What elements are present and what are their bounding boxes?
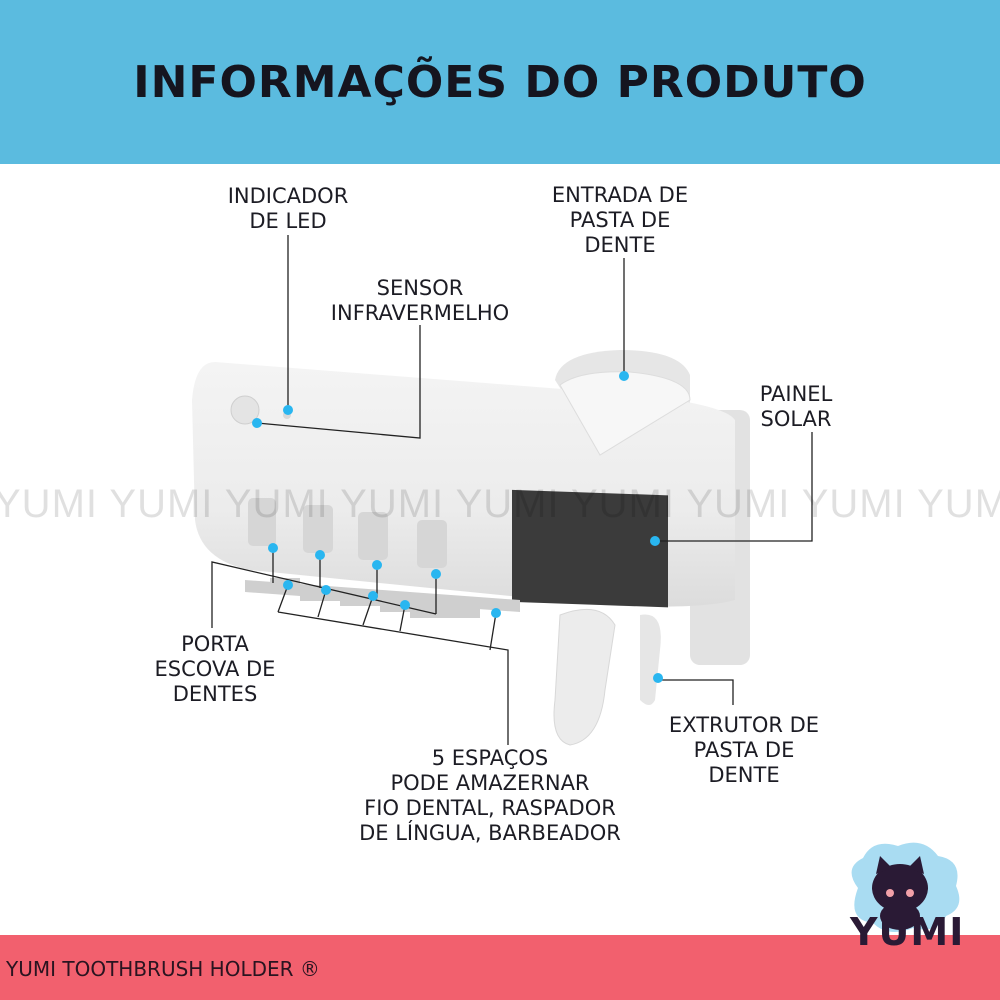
label-line: INFRAVERMELHO <box>330 301 510 325</box>
paste-extruder <box>553 608 616 746</box>
footer-brand-text: YUMI TOOTHBRUSH HOLDER ® <box>6 957 320 981</box>
label-line: FIO DENTAL, RASPADOR <box>364 796 616 820</box>
footer-banner: YUMI TOOTHBRUSH HOLDER ® <box>0 935 1000 1000</box>
label-line: DE LED <box>249 209 327 233</box>
label-storage-spaces: 5 ESPAÇOS PODE AMAZERNAR FIO DENTAL, RAS… <box>359 746 621 846</box>
label-paste-inlet: ENTRADA DE PASTA DE DENTE <box>552 183 688 258</box>
watermark: YUMI YUMI YUMI YUMI YUMI YUMI YUMI YUMI … <box>0 482 1000 526</box>
label-line: PASTA DE <box>569 208 671 232</box>
label-line: DENTE <box>584 233 656 257</box>
label-line: PODE AMAZERNAR <box>390 771 590 795</box>
page-title: INFORMAÇÕES DO PRODUTO <box>133 56 867 108</box>
label-line: DENTE <box>708 763 780 787</box>
label-extruder: EXTRUTOR DE PASTA DE DENTE <box>669 713 819 788</box>
label-line: PORTA <box>181 632 249 656</box>
logo-text: YUMI <box>850 910 965 954</box>
label-line: INDICADOR <box>227 184 349 208</box>
label-brush-holder: PORTA ESCOVA DE DENTES <box>155 632 276 707</box>
label-led-indicator: INDICADOR DE LED <box>228 184 349 234</box>
yumi-cat-logo-icon <box>851 842 960 932</box>
label-line: SENSOR <box>376 276 464 300</box>
label-line: SOLAR <box>760 407 832 431</box>
label-line: PASTA DE <box>693 738 795 762</box>
cup-opening <box>559 371 691 456</box>
label-line: ESCOVA DE <box>154 657 276 681</box>
label-line: PAINEL <box>759 382 833 406</box>
header-banner: INFORMAÇÕES DO PRODUTO <box>0 0 1000 164</box>
label-line: EXTRUTOR DE <box>668 713 820 737</box>
solar-panel <box>512 489 668 608</box>
label-line: DE LÍNGUA, BARBEADOR <box>359 821 621 845</box>
infrared-sensor <box>230 395 260 425</box>
brush-slots <box>248 498 447 568</box>
label-line: DENTES <box>172 682 258 706</box>
label-line: ENTRADA DE <box>551 183 689 207</box>
label-line: 5 ESPAÇOS <box>431 746 549 770</box>
label-infrared-sensor: SENSOR INFRAVERMELHO <box>331 276 509 326</box>
label-solar-panel: PAINEL SOLAR <box>760 382 833 432</box>
